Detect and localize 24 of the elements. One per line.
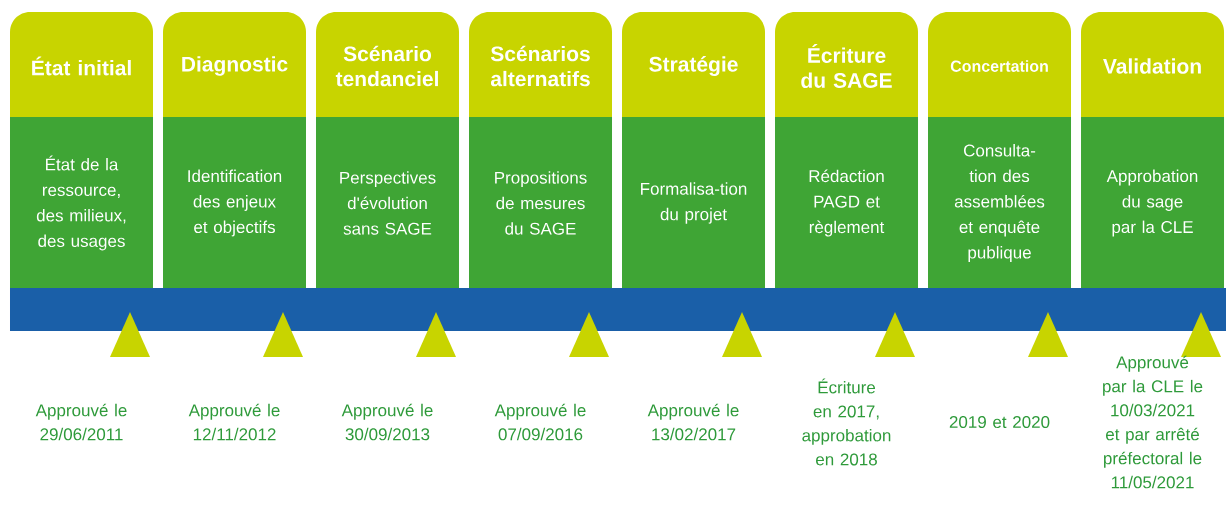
node-label: Diagnostic	[182, 56, 288, 76]
node-label: État initial	[32, 56, 131, 76]
stage-card: Scénario tendanciel Perspectives d'évolution sans SAGE	[316, 12, 459, 288]
date-note: Approuvé le 29/06/2011	[35, 403, 127, 441]
stage-card: Écriture du SAGE Rédaction PAGD et règlement	[775, 12, 918, 288]
date-note: Approuvé par la CLE le 10/03/2021 et par arrêté préfectoral le 11/05/2021	[1103, 355, 1203, 489]
date-note: Approuvé le 13/02/2017	[647, 403, 739, 441]
stage-card: Validation Approbation du sage par la CLE	[1081, 12, 1224, 288]
node-label: Scénarios alternatifs	[490, 45, 590, 87]
node-label: Écriture du SAGE	[801, 44, 892, 88]
date-note: Écriture en 2017, approbation en 2018	[802, 378, 891, 466]
stage-card: État initial État de la ressource, des milieux, des usages	[10, 12, 153, 288]
node-label: Concertation	[950, 60, 1048, 72]
date-note: Approuvé le 12/11/2012	[188, 403, 280, 441]
node-label: Validation	[1103, 58, 1201, 74]
node-label: Scénario tendanciel	[335, 45, 438, 87]
date-note: Approuvé le 30/09/2013	[341, 403, 433, 441]
date-note: 2019 et 2020	[949, 416, 1050, 429]
stage-card: Scénarios alternatifs Propositions de mesures du SAGE	[469, 12, 612, 288]
stage-card: Stratégie Formalisa-tion du projet	[622, 12, 765, 288]
date-note: Approuvé le 07/09/2016	[494, 403, 586, 441]
node-label: Stratégie	[649, 56, 738, 76]
stage-card: Concertation Consulta-tion des assemblées et enquête publique	[928, 12, 1071, 288]
stage-card: Diagnostic Identification des enjeux et objectifs	[163, 12, 306, 288]
